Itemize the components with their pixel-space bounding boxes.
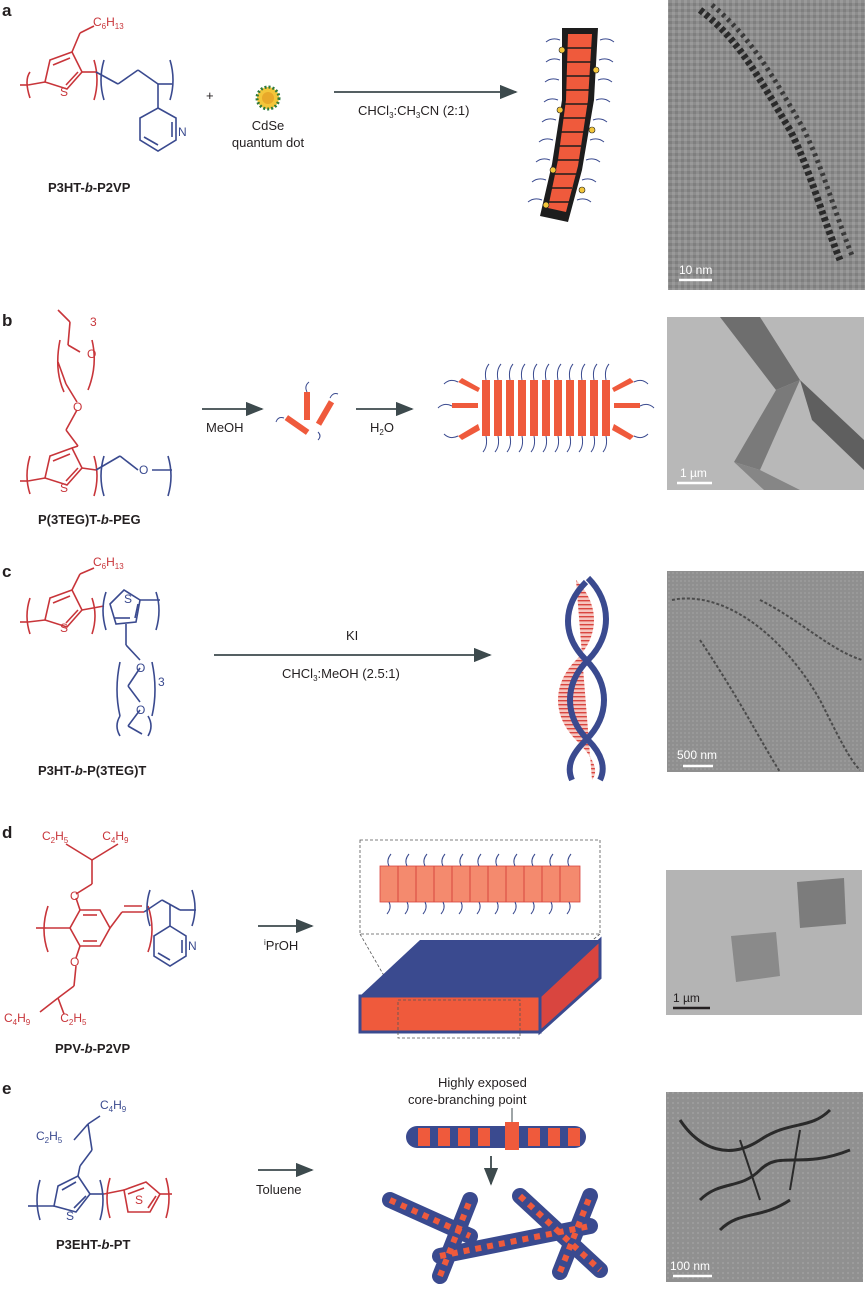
helix-assembly-c <box>558 575 609 782</box>
polymer-name-b: P(3TEG)T-b-PEG <box>38 512 141 527</box>
polymer-name-d: PPV-b-P2VP <box>55 1041 130 1056</box>
condition-a: CHCl3:CH3CN (2:1) <box>358 103 469 120</box>
scale-label-d: 1 µm <box>673 991 700 1005</box>
condition-b1: MeOH <box>206 420 244 435</box>
scale-label-b: 1 µm <box>680 466 707 480</box>
polymer-name-e: P3EHT-b-PT <box>56 1237 130 1252</box>
nanowire-assembly-a <box>527 28 615 222</box>
unimer-rods-b <box>275 381 339 441</box>
p3eht-unit-e <box>28 1115 104 1221</box>
pt-unit-e <box>103 1177 172 1219</box>
condition-b2: H2O <box>370 420 394 437</box>
panel-a: a S C6H13 N <box>2 0 865 290</box>
micrograph-d: 1 µm <box>666 870 862 1015</box>
micrograph-e: 100 nm <box>666 1092 863 1282</box>
oxygen-atom-d1: O <box>70 889 79 903</box>
scale-label-e: 100 nm <box>670 1259 710 1273</box>
panel-letter-b: b <box>2 311 12 330</box>
hexyl-label-c: C6H13 <box>93 555 124 571</box>
hexyl-label-a: C6H13 <box>93 15 124 31</box>
plus-sign-a: + <box>206 88 214 103</box>
sulfur-atom-c1: S <box>60 621 68 635</box>
nanosheet-assembly-d <box>358 839 602 1039</box>
sulfur-atom-c2: S <box>124 592 132 606</box>
condition-c-bottom: CHCl3:MeOH (2.5:1) <box>282 666 400 683</box>
ethylhexyl-label-e: C2H5C4H9 <box>36 1098 127 1145</box>
panel-b: b O O 3 S <box>2 309 864 527</box>
peg-unit-b <box>95 455 172 497</box>
panel-letter-e: e <box>2 1079 11 1098</box>
panel-letter-c: c <box>2 562 11 581</box>
condition-c-top: KI <box>346 628 358 643</box>
quantum-dot-icon <box>255 85 281 111</box>
qd-label-2: quantum dot <box>232 135 305 150</box>
qd-label-1: CdSe <box>252 118 285 133</box>
panel-letter-a: a <box>2 1 12 20</box>
thiophene-ring-a <box>20 25 98 101</box>
panel-c: c S C6H13 <box>2 555 864 782</box>
thiophene-ring-b <box>20 445 98 497</box>
sulfur-atom-a: S <box>60 85 68 99</box>
annotation-e-1: Highly exposed <box>438 1075 527 1090</box>
micrograph-b: 1 µm <box>667 317 864 490</box>
teg-thiophene-c <box>102 588 160 737</box>
annotation-e-2: core-branching point <box>408 1092 527 1107</box>
branched-network-e <box>382 1188 608 1284</box>
thiophene-ring-c <box>20 567 105 635</box>
nitrogen-atom-d: N <box>188 939 197 953</box>
oxygen-atom-b1: O <box>87 347 96 361</box>
oxygen-atom-d2: O <box>70 955 79 969</box>
polymer-name-c: P3HT-b-P(3TEG)T <box>38 763 146 778</box>
nitrogen-atom-a: N <box>178 125 187 139</box>
panel-e: e C2H5C4H9 S S P3EHT <box>2 1075 863 1284</box>
oxygen-atom-b3: O <box>139 463 148 477</box>
oxygen-atom-c2: O <box>136 703 145 717</box>
branched-fiber-e <box>406 1122 586 1150</box>
scale-label-a: 10 nm <box>679 263 712 277</box>
repeat-index-b: 3 <box>90 315 97 329</box>
sulfur-atom-e1: S <box>66 1209 74 1223</box>
repeat-index-c: 3 <box>158 675 165 689</box>
teg-side-chain-b <box>56 309 96 447</box>
ppv-unit-d <box>36 843 153 1015</box>
polymer-name-a: P3HT-b-P2VP <box>48 180 131 195</box>
sulfur-atom-e2: S <box>135 1193 143 1207</box>
oxygen-atom-c1: O <box>136 661 145 675</box>
p2vp-unit-d <box>143 889 196 967</box>
sulfur-atom-b: S <box>60 481 68 495</box>
micrograph-c: 500 nm <box>667 571 864 773</box>
micrograph-a: 10 nm <box>668 0 865 290</box>
oxygen-atom-b2: O <box>73 400 82 414</box>
nanoribbon-assembly-b <box>437 363 655 453</box>
vinylpyridine-unit-a <box>95 59 177 152</box>
condition-e: Toluene <box>256 1182 302 1197</box>
condition-d: iPrOH <box>264 938 298 953</box>
panel-letter-d: d <box>2 823 12 842</box>
scale-label-c: 500 nm <box>677 748 717 762</box>
